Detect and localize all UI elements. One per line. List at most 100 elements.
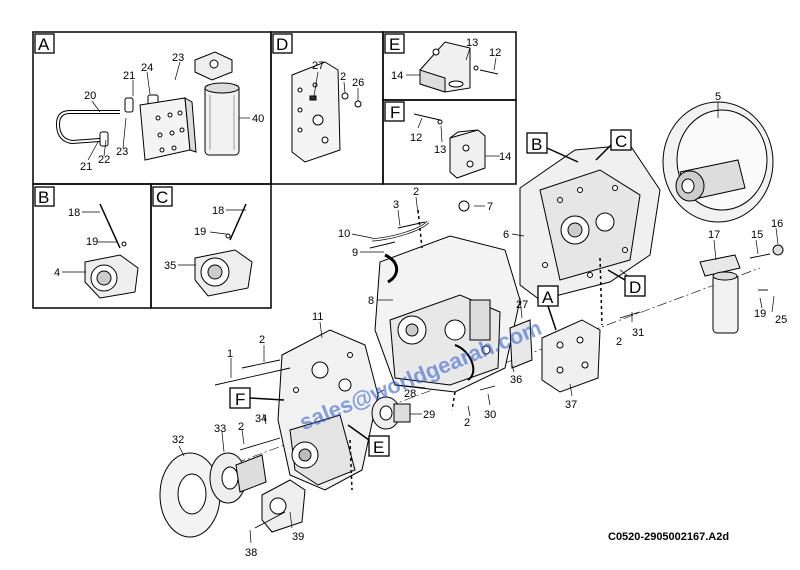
callout-38: 38 [245,547,257,559]
detail-label-a: A [38,35,50,54]
callout-31: 31 [632,327,644,339]
callout-detail-b-19: 19 [86,236,98,248]
callout-15: 15 [751,229,763,241]
view-label-b: B [531,135,542,154]
callout-detail-f-12: 12 [410,132,422,144]
callout-8: 8 [368,295,374,307]
view-label-f: F [235,390,245,409]
callout-19: 19 [754,308,766,320]
detail-e-leaders [406,47,497,76]
callout-detail-d-27: 27 [312,60,324,72]
detail-box-c [150,183,272,309]
detail-label-b: B [38,188,49,207]
detail-f-drawing [413,113,486,179]
callout-detail-f-13: 13 [434,144,446,156]
callout-3: 3 [393,199,399,211]
callout-1: 1 [227,348,233,360]
detail-label-d: D [276,35,288,54]
callout-detail-a-22: 22 [98,154,110,166]
dashed-alignment [349,209,603,491]
callout-2-mid: 2 [464,417,470,429]
front-housing [277,329,379,491]
callout-25: 25 [775,314,787,326]
gearbox-housing [374,235,521,393]
callout-10: 10 [338,228,350,240]
callout-17: 17 [708,229,720,241]
detail-b-drawing [84,203,139,299]
callout-9: 9 [352,247,358,259]
callout-detail-a-24: 24 [141,62,153,74]
callout-detail-b-18: 18 [68,207,80,219]
detail-frames [32,31,517,309]
callout-6: 6 [503,229,509,241]
callout-detail-a-40: 40 [252,113,264,125]
callout-30: 30 [484,409,496,421]
brake-disc [159,452,221,538]
callout-32: 32 [172,434,184,446]
callout-detail-d-2: 2 [340,71,346,83]
detail-c-drawing [194,203,253,297]
main-leaders [178,102,779,544]
callout-27: 27 [516,299,528,311]
callout-2-top: 2 [413,186,419,198]
oil-pipes [371,200,470,284]
callout-detail-a-23: 23 [172,52,184,64]
filter-17 [699,244,784,334]
detail-a-leaders [87,61,250,161]
callout-detail-d-26: 26 [352,77,364,89]
view-label-d: D [629,278,641,297]
detail-label-f: F [390,103,400,122]
callout-28: 28 [404,388,416,400]
callout-detail-a-20: 20 [84,90,96,102]
callout-detail-a-21b: 21 [80,161,92,173]
callout-29: 29 [423,409,435,421]
converter-housing [519,144,661,301]
callout-detail-c-18: 18 [212,205,224,217]
detail-label-tags: A D E F B C [34,33,405,207]
callout-detail-c-19: 19 [194,226,206,238]
callout-detail-e-14: 14 [391,70,403,82]
callout-detail-e-13: 13 [466,37,478,49]
detail-e-drawing [419,41,499,93]
callout-2-right: 2 [616,336,622,348]
flange-29 [371,396,411,430]
callout-36: 36 [510,374,522,386]
callout-7: 7 [487,201,493,213]
main-label-tags: B C D A F E [229,129,646,457]
torque-converter [662,101,774,223]
detail-b-leaders [62,211,118,273]
detail-box-f [382,99,517,185]
callout-detail-e-12: 12 [489,47,501,59]
control-valve [509,319,601,393]
detail-f-leaders [417,117,500,157]
callout-5: 5 [715,91,721,103]
callout-16: 16 [771,218,783,230]
view-label-c: C [615,132,627,151]
pump-39 [261,479,306,533]
callout-37: 37 [565,399,577,411]
callout-detail-c-35: 35 [164,260,176,272]
callout-detail-b-4: 4 [54,267,60,279]
detail-d-drawing [291,61,362,163]
callout-2-lower: 2 [238,421,244,433]
drawing-reference: C0520-2905002167.A2d [608,531,729,543]
detail-label-c: C [156,188,168,207]
detail-label-e: E [389,35,400,54]
bolt-lines [214,221,771,529]
callout-33: 33 [214,423,226,435]
callout-detail-f-14: 14 [499,151,511,163]
detail-a-drawing [55,51,240,161]
detail-c-leaders [178,209,246,266]
callout-detail-a-21: 21 [123,70,135,82]
view-label-e: E [373,438,384,457]
callout-34: 34 [255,413,267,425]
callout-11: 11 [312,311,323,323]
callout-2-left: 2 [259,334,265,346]
detail-d-leaders [313,71,359,101]
callout-detail-a-23b: 23 [116,146,128,158]
output-flange [209,452,267,504]
view-label-a: A [542,288,554,307]
callout-39: 39 [292,531,304,543]
